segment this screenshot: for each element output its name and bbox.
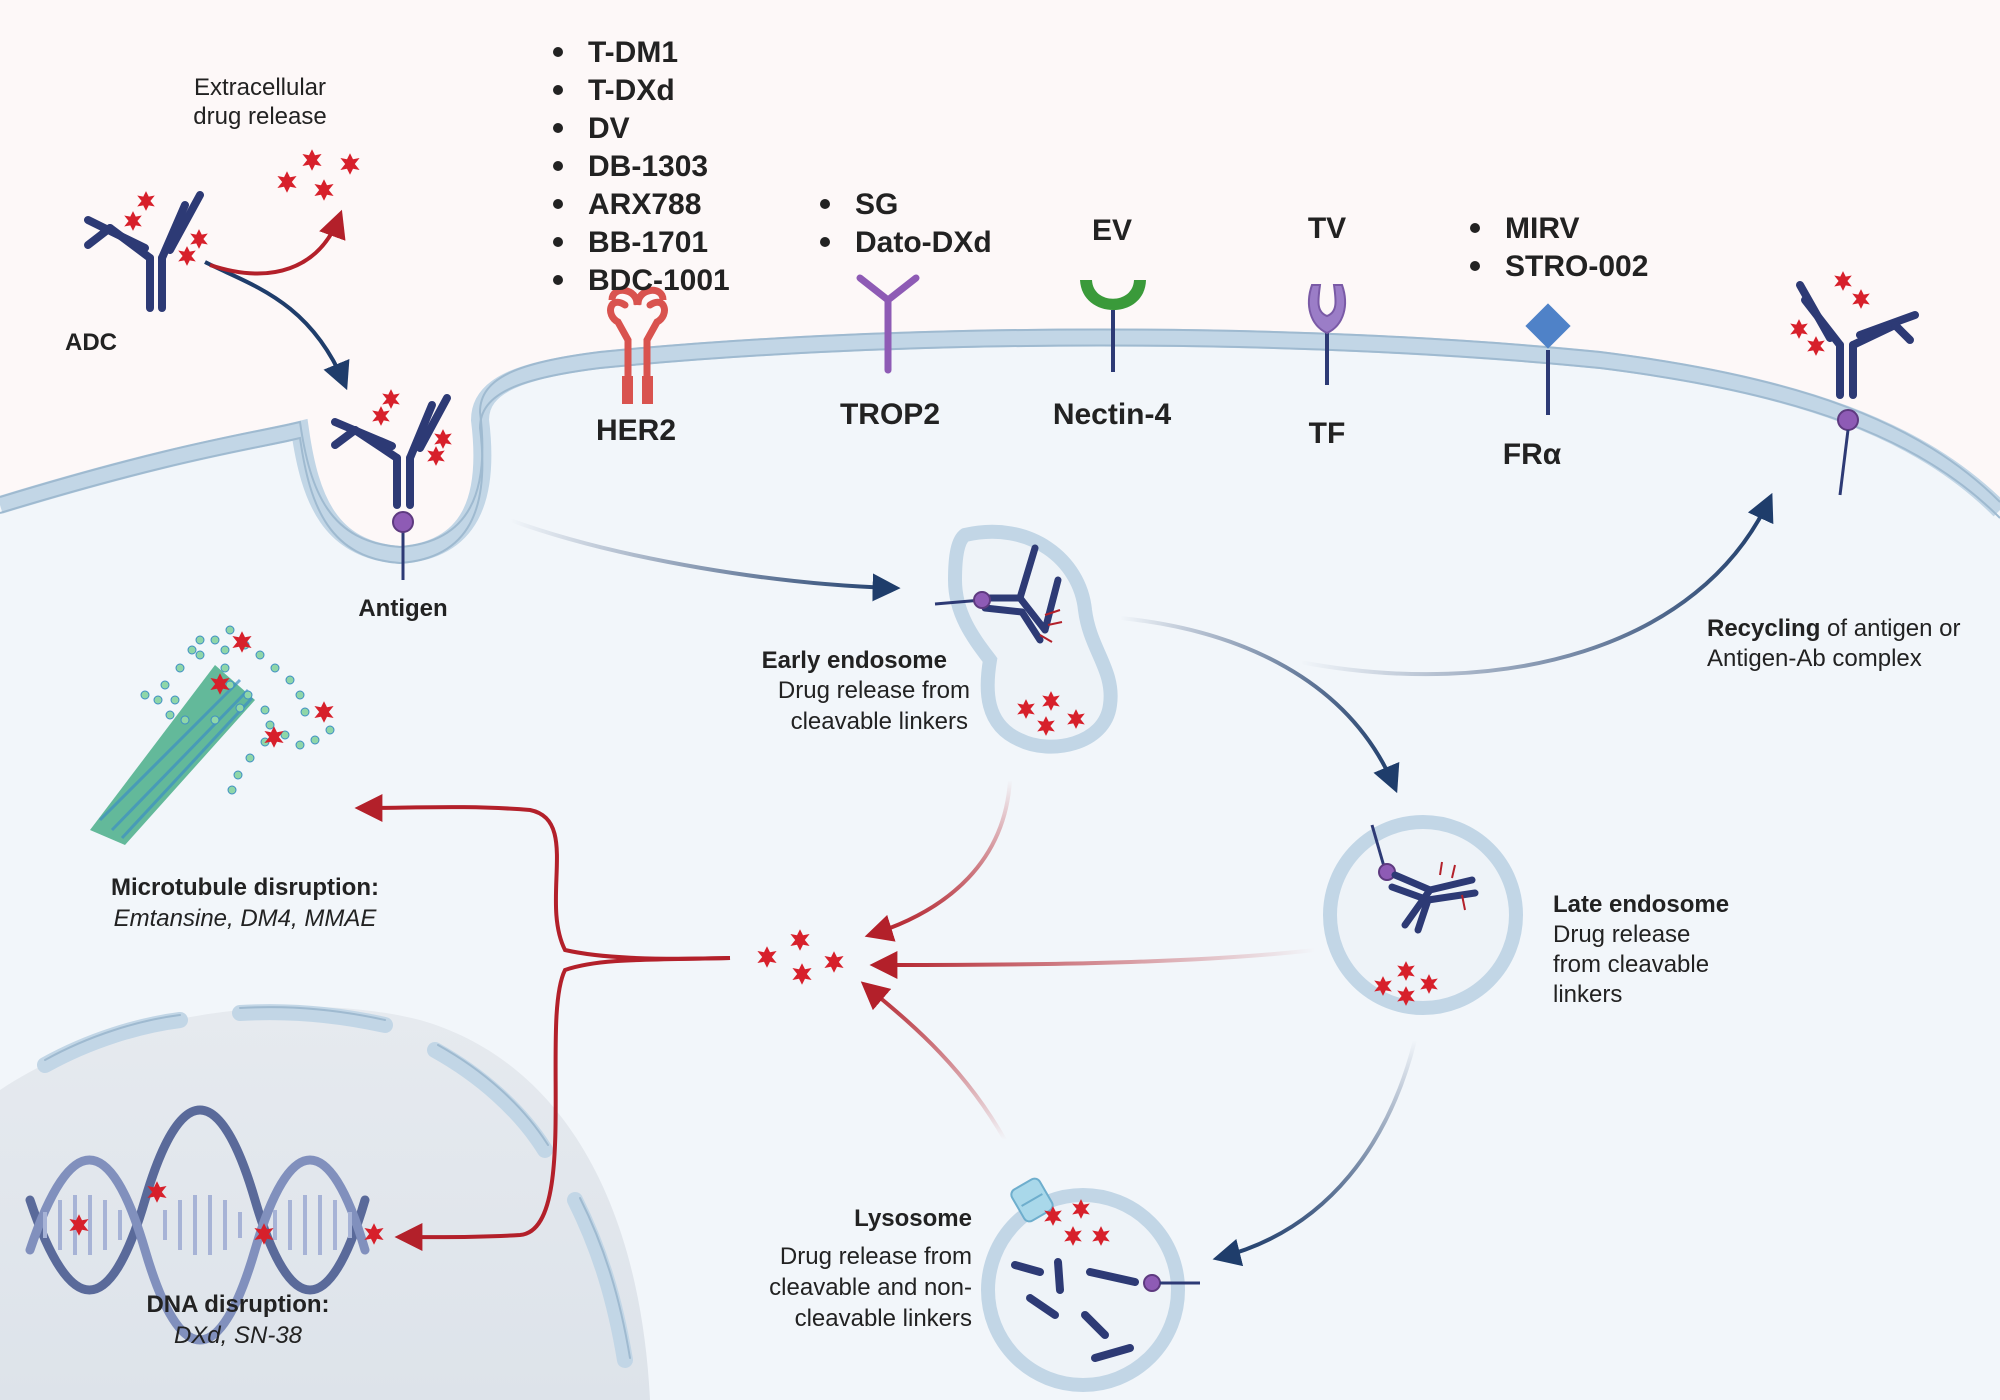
adc-bound-antibody bbox=[331, 394, 451, 509]
dna-helix bbox=[25, 1105, 384, 1345]
antigen-label: Antigen bbox=[358, 595, 447, 622]
her2-drug-bullet bbox=[553, 85, 563, 95]
early-endosome-desc2: cleavable linkers bbox=[791, 708, 968, 735]
extracellular-label-line2: drug release bbox=[193, 103, 326, 130]
adc-antibody bbox=[84, 191, 204, 312]
lysosome-title: Lysosome bbox=[854, 1205, 972, 1232]
trop2-drug-list: SG Dato-DXd bbox=[820, 188, 992, 259]
her2-drug-bullet bbox=[553, 275, 563, 285]
extracellular-payload bbox=[277, 149, 360, 201]
dna-title: DNA disruption: bbox=[146, 1291, 329, 1318]
arrows bbox=[204, 209, 1774, 1267]
her2-drug-item: DV bbox=[588, 112, 630, 145]
trop2-receptor bbox=[856, 274, 920, 374]
late-endosome bbox=[1323, 815, 1523, 1015]
fra-drug-bullet bbox=[1470, 223, 1480, 233]
nectin4-label: Nectin-4 bbox=[1053, 398, 1172, 431]
her2-drug-item: ARX788 bbox=[588, 188, 701, 221]
fra-drug-bullet bbox=[1470, 261, 1480, 271]
fra-label: FRα bbox=[1503, 438, 1562, 471]
recycled-antibody bbox=[1796, 281, 1919, 399]
recycling-label-line2: Antigen-Ab complex bbox=[1707, 645, 1922, 672]
recycling-label-line1: Recycling of antigen or bbox=[1707, 615, 1961, 642]
her2-drug-bullet bbox=[553, 123, 563, 133]
antigen-stalk bbox=[392, 511, 414, 580]
adc-label: ADC bbox=[65, 329, 117, 356]
early-endosome-title: Early endosome bbox=[762, 647, 947, 674]
recycled-antigen bbox=[1837, 409, 1859, 496]
early-endosome-desc1: Drug release from bbox=[778, 677, 970, 704]
trop2-label: TROP2 bbox=[840, 398, 940, 431]
her2-drug-bullet bbox=[553, 161, 563, 171]
lysosome-desc1: Drug release from bbox=[780, 1243, 972, 1270]
tv-label: TV bbox=[1308, 212, 1346, 245]
her2-drug-item: BB-1701 bbox=[588, 226, 708, 259]
lysosome bbox=[981, 1177, 1200, 1392]
trop2-drug-bullet bbox=[820, 199, 830, 209]
her2-drug-bullet bbox=[553, 237, 563, 247]
lysosome-desc3: cleavable linkers bbox=[795, 1305, 972, 1332]
trop2-drug-bullet bbox=[820, 237, 830, 247]
extracellular-label-line1: Extracellular bbox=[194, 74, 326, 101]
microtubule-drugs: Emtansine, DM4, MMAE bbox=[114, 905, 378, 932]
fra-drug-item: STRO-002 bbox=[1505, 250, 1648, 283]
tf-label: TF bbox=[1309, 417, 1346, 450]
ev-label: EV bbox=[1092, 214, 1132, 247]
lysosome-desc2: cleavable and non- bbox=[769, 1274, 972, 1301]
microtubule-title: Microtubule disruption: bbox=[111, 874, 379, 901]
fra-drug-list: MIRV STRO-002 bbox=[1470, 212, 1648, 283]
her2-drug-bullet bbox=[553, 199, 563, 209]
fra-drug-item: MIRV bbox=[1505, 212, 1579, 245]
trop2-drug-item: Dato-DXd bbox=[855, 226, 992, 259]
late-endosome-desc3: linkers bbox=[1553, 981, 1622, 1008]
her2-drug-item: T-DM1 bbox=[588, 36, 678, 69]
her2-drug-item: T-DXd bbox=[588, 74, 675, 107]
trop2-drug-item: SG bbox=[855, 188, 898, 221]
her2-drug-bullet bbox=[553, 47, 563, 57]
her2-drug-item: BDC-1001 bbox=[588, 264, 730, 297]
her2-receptor bbox=[607, 287, 668, 404]
microtubule bbox=[90, 625, 335, 845]
late-endosome-desc2: from cleavable bbox=[1553, 951, 1709, 978]
her2-label: HER2 bbox=[596, 414, 676, 447]
tf-receptor bbox=[1308, 284, 1346, 385]
early-endosome bbox=[934, 524, 1118, 754]
her2-drug-item: DB-1303 bbox=[588, 150, 708, 183]
dna-drugs: DXd, SN-38 bbox=[174, 1322, 303, 1349]
late-endosome-desc1: Drug release bbox=[1553, 921, 1690, 948]
late-endosome-title: Late endosome bbox=[1553, 891, 1729, 918]
nectin4-receptor bbox=[1080, 280, 1146, 372]
